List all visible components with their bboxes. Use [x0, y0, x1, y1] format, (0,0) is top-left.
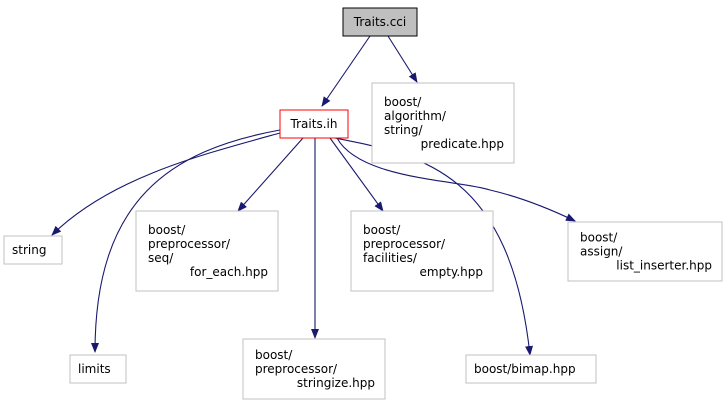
edge-traits-ih-to-string	[51, 132, 281, 236]
node-label-line: boost/	[148, 223, 186, 237]
node-box	[279, 109, 349, 139]
node-label-line: Traits.cci	[353, 15, 407, 29]
node-label-line: preprocessor/	[363, 237, 446, 251]
node-traits-cci[interactable]: Traits.cci	[342, 7, 418, 37]
node-boost-bimap[interactable]: boost/bimap.hpp	[465, 354, 597, 384]
node-boost-preprocessor-seq-for-each[interactable]: boost/preprocessor/seq/for_each.hpp	[135, 210, 279, 292]
node-boost-assign-list-inserter[interactable]: boost/assign/list_inserter.hpp	[567, 221, 723, 282]
node-label-line: algorithm/	[384, 109, 447, 123]
node-box	[69, 354, 127, 384]
node-string[interactable]: string	[3, 235, 63, 265]
edge-traits-ih-to-boost-preprocessor-facilities-empty	[329, 137, 384, 212]
node-label-line: limits	[78, 362, 111, 376]
node-box	[242, 338, 386, 400]
node-label-line: stringize.hpp	[297, 376, 375, 390]
node-box	[135, 210, 279, 292]
node-label-line: preprocessor/	[255, 362, 338, 376]
node-boost-preprocessor-facilities-empty[interactable]: boost/preprocessor/facilities/empty.hpp	[350, 210, 494, 292]
edge-traits-ih-to-boost-assign-list-inserter	[336, 137, 576, 222]
node-label-line: seq/	[148, 251, 174, 265]
node-box	[342, 7, 418, 37]
node-label-line: preprocessor/	[148, 237, 231, 251]
edge-traits-cci-to-traits-ih	[321, 35, 371, 107]
node-label-line: assign/	[580, 245, 623, 259]
node-label-line: boost/	[255, 348, 293, 362]
node-label-line: predicate.hpp	[421, 137, 504, 151]
node-limits[interactable]: limits	[69, 354, 127, 384]
node-label-line: string/	[384, 123, 423, 137]
node-label-line: boost/bimap.hpp	[474, 362, 576, 376]
node-label-line: boost/	[363, 223, 401, 237]
node-box	[3, 235, 63, 265]
edge-traits-ih-to-limits	[91, 129, 281, 353]
edges-layer	[51, 35, 576, 356]
node-traits-ih[interactable]: Traits.ih	[279, 109, 349, 139]
node-label-line: string	[12, 243, 46, 257]
node-label-line: empty.hpp	[420, 265, 483, 279]
node-label-line: for_each.hpp	[190, 265, 268, 279]
node-label-line: boost/	[384, 95, 422, 109]
node-box	[371, 82, 515, 164]
node-box	[350, 210, 494, 292]
node-box	[465, 354, 597, 384]
node-box	[567, 221, 723, 282]
node-boost-algorithm-string-predicate[interactable]: boost/algorithm/string/predicate.hpp	[371, 82, 515, 164]
edge-traits-ih-to-boost-preprocessor-seq-for-each	[237, 137, 304, 212]
edge-traits-cci-to-boost-algorithm-string-predicate	[387, 35, 418, 83]
node-label-line: boost/	[580, 231, 618, 245]
node-label-line: facilities/	[363, 251, 418, 265]
node-label-line: Traits.ih	[290, 117, 338, 131]
node-label-line: list_inserter.hpp	[616, 259, 712, 273]
node-boost-preprocessor-stringize[interactable]: boost/preprocessor/stringize.hpp	[242, 338, 386, 400]
